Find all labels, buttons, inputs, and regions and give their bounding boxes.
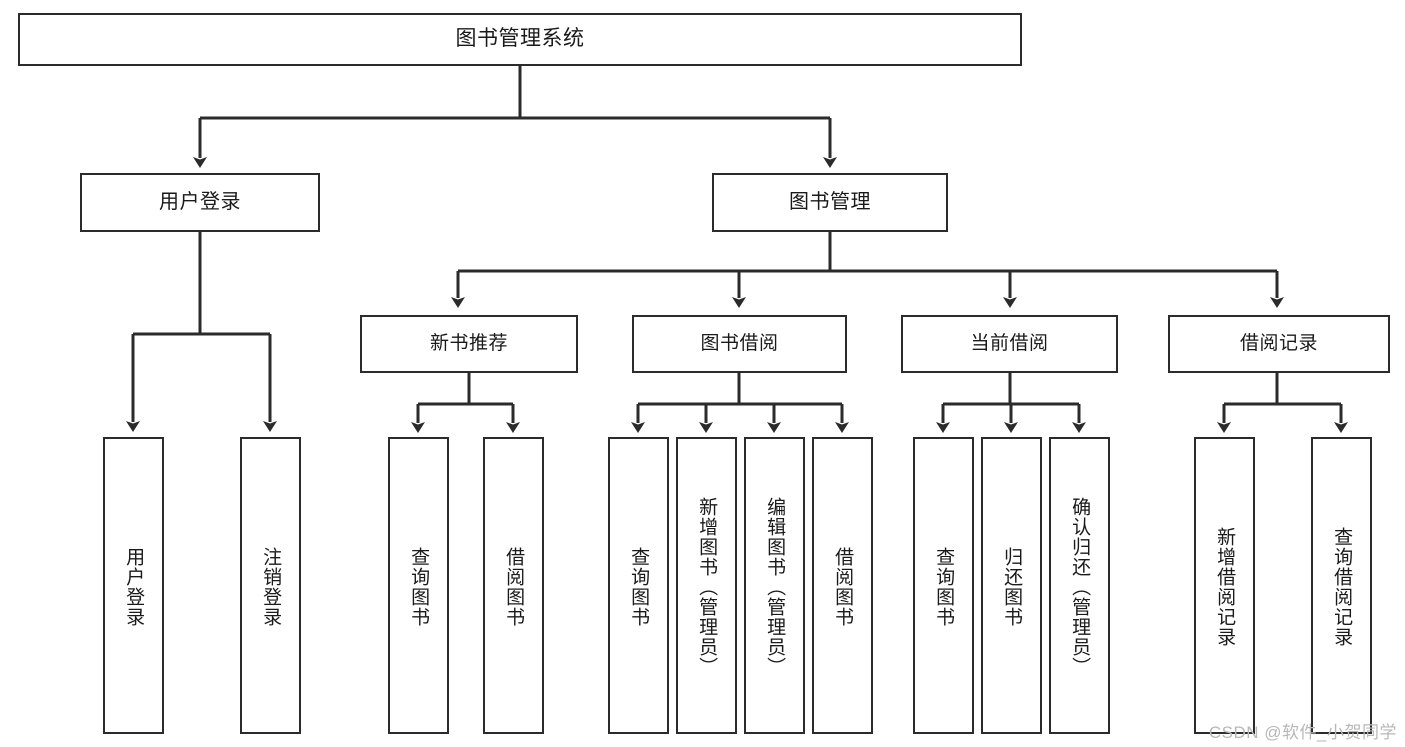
leaf-add-borrow-record[interactable]: 新增借阅记录 [1194, 437, 1255, 734]
leaf-user-logout[interactable]: 注销登录 [240, 437, 301, 734]
node-label: 借阅记录 [1239, 332, 1318, 354]
node-label: 新增图书（管理员） [696, 496, 718, 677]
node-label: 借阅图书 [832, 546, 854, 627]
leaf-book-edit-admin[interactable]: 编辑图书（管理员） [744, 437, 805, 734]
node-label: 编辑图书（管理员） [764, 496, 786, 677]
node-borrow-record[interactable]: 借阅记录 [1168, 315, 1390, 373]
node-label: 查询图书 [408, 546, 430, 627]
leaf-return-book[interactable]: 归还图书 [981, 437, 1042, 734]
node-label: 新书推荐 [429, 332, 508, 354]
leaf-book-borrow-action[interactable]: 借阅图书 [812, 437, 873, 734]
node-label: 查询图书 [933, 546, 955, 627]
leaf-confirm-return-admin[interactable]: 确认归还（管理员） [1049, 437, 1110, 734]
leaf-current-borrow-query[interactable]: 查询图书 [913, 437, 974, 734]
leaf-user-login[interactable]: 用户登录 [103, 437, 164, 734]
node-book-management[interactable]: 图书管理 [712, 173, 948, 232]
node-book-borrow[interactable]: 图书借阅 [632, 315, 847, 373]
node-label: 新增借阅记录 [1214, 526, 1236, 647]
node-new-book-recommend[interactable]: 新书推荐 [360, 315, 578, 373]
node-label: 图书管理系统 [455, 27, 585, 51]
node-user-login[interactable]: 用户登录 [80, 173, 320, 232]
node-label: 当前借阅 [970, 332, 1049, 354]
leaf-book-borrow-query[interactable]: 查询图书 [608, 437, 669, 734]
node-label: 确认归还（管理员） [1069, 496, 1091, 677]
leaf-new-book-query[interactable]: 查询图书 [388, 437, 449, 734]
node-book-management-system[interactable]: 图书管理系统 [18, 13, 1022, 66]
node-current-borrow[interactable]: 当前借阅 [901, 315, 1118, 373]
leaf-book-add-admin[interactable]: 新增图书（管理员） [676, 437, 737, 734]
node-label: 归还图书 [1001, 546, 1023, 627]
node-label: 查询图书 [628, 546, 650, 627]
node-label: 借阅图书 [503, 546, 525, 627]
node-label: 注销登录 [260, 546, 282, 627]
node-label: 用户登录 [123, 546, 145, 627]
leaf-query-borrow-record[interactable]: 查询借阅记录 [1311, 437, 1372, 734]
node-label: 图书借阅 [700, 332, 779, 354]
leaf-new-book-borrow[interactable]: 借阅图书 [483, 437, 544, 734]
node-label: 图书管理 [789, 190, 871, 213]
node-label: 查询借阅记录 [1331, 526, 1353, 647]
node-label: 用户登录 [159, 190, 241, 213]
